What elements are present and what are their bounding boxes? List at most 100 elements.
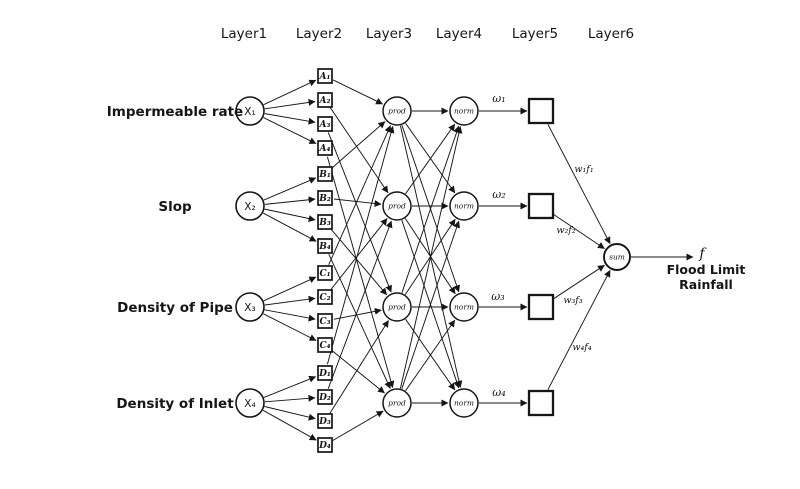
omega-label-1: ω₁ — [492, 92, 505, 105]
edge-input-mf-1 — [264, 98, 316, 110]
membership-node-3 — [317, 116, 333, 132]
edge-mf-rule-9 — [330, 218, 388, 291]
membership-node-label-12: C₄ — [319, 341, 330, 351]
membership-node-13 — [317, 365, 333, 381]
membership-node-14 — [317, 389, 333, 405]
membership-node-label-4: A₄ — [319, 144, 331, 154]
edge-mf-rule-8 — [328, 125, 392, 265]
sum-node — [603, 243, 631, 271]
edge-rule-norm-12 — [399, 126, 463, 389]
edge-input-mf-9 — [264, 295, 316, 306]
norm-node-label-2: norm — [454, 202, 474, 211]
edge-rule-norm-4 — [405, 123, 456, 194]
input-node-2 — [235, 191, 265, 221]
membership-node-8 — [317, 238, 333, 254]
edge-input-mf-15 — [262, 409, 317, 441]
output-caption-line2: Rainfall — [679, 277, 733, 292]
membership-node-label-15: D₃ — [318, 417, 331, 427]
nodes-layer: X₁X₂X₃X₄A₁A₂A₃A₄B₁B₂B₃B₄C₁C₂C₃C₄D₁D₂D₃D₄… — [235, 68, 631, 453]
membership-node-16 — [317, 437, 333, 453]
rule-node-label-1: prod — [388, 107, 406, 116]
edge-mf-rule-4 — [331, 121, 386, 169]
rule-node-label-2: prod — [388, 202, 406, 211]
edges-layer — [262, 79, 694, 441]
edge-mf-rule-14 — [329, 320, 389, 414]
edge-mf-rule-7 — [328, 254, 391, 389]
membership-node-label-10: C₂ — [319, 293, 330, 303]
input-node-4 — [235, 388, 265, 418]
edge-weight-sum-0 — [547, 124, 611, 245]
rule-node-label-3: prod — [388, 303, 406, 312]
norm-node-label-1: norm — [454, 107, 474, 116]
sum-node-label: sum — [609, 253, 625, 262]
input-text-label-4: Density of Inlet — [116, 396, 234, 412]
membership-node-label-7: B₃ — [318, 218, 331, 228]
membership-node-7 — [317, 214, 333, 230]
membership-node-11 — [317, 313, 333, 329]
input-text-label-3: Density of Pipe — [117, 300, 233, 316]
layer-header-3: Layer3 — [366, 26, 412, 42]
membership-node-10 — [317, 289, 333, 305]
membership-node-label-6: B₂ — [318, 194, 331, 204]
edge-weight-sum-2 — [553, 264, 605, 300]
edge-mf-rule-12 — [326, 125, 395, 365]
edge-rule-norm-8 — [401, 125, 460, 293]
edge-weight-sum-1 — [553, 214, 605, 249]
output-caption-line1: Flood Limit — [667, 262, 746, 277]
membership-node-label-11: C₃ — [319, 317, 330, 327]
wf-label-4: w₄f₄ — [572, 342, 591, 353]
input-node-3 — [235, 292, 265, 322]
membership-node-12 — [317, 337, 333, 353]
membership-node-label-8: B₄ — [318, 242, 331, 252]
input-node-1 — [235, 96, 265, 126]
wf-label-2: w₂f₂ — [556, 225, 575, 236]
edge-input-mf-14 — [264, 406, 316, 421]
rule-node-prod-3 — [382, 292, 412, 322]
rule-node-prod-2 — [382, 191, 412, 221]
membership-node-label-1: A₁ — [319, 72, 331, 82]
norm-node-4 — [449, 388, 479, 418]
edge-mf-rule-2 — [327, 132, 392, 293]
membership-node-label-9: C₁ — [319, 269, 330, 279]
weight-box-4 — [527, 389, 555, 417]
input-node-label-2: X₂ — [244, 201, 255, 213]
layer-header-1: Layer1 — [221, 26, 267, 42]
input-node-label-3: X₃ — [244, 302, 255, 314]
membership-node-label-2: A₂ — [319, 96, 331, 106]
membership-node-label-3: A₃ — [319, 120, 331, 130]
membership-node-6 — [317, 190, 333, 206]
wf-label-3: w₃f₃ — [563, 295, 582, 306]
membership-node-2 — [317, 92, 333, 108]
norm-node-label-4: norm — [454, 399, 474, 408]
input-text-label-2: Slop — [158, 199, 192, 215]
omega-label-2: ω₂ — [492, 188, 505, 201]
weight-box-2 — [527, 192, 555, 220]
membership-node-label-5: B₁ — [318, 170, 331, 180]
edge-input-mf-4 — [263, 177, 317, 201]
edge-input-mf-13 — [264, 394, 316, 403]
input-text-label-1: Impermeable rate — [107, 104, 243, 120]
edge-mf-rule-10 — [333, 307, 382, 320]
membership-node-label-14: D₂ — [318, 393, 331, 403]
weight-box-3 — [527, 293, 555, 321]
edge-input-mf-7 — [262, 212, 317, 242]
omega-label-4: ω₄ — [492, 386, 505, 399]
membership-node-label-16: D₄ — [318, 441, 331, 451]
edge-input-mf-6 — [264, 208, 316, 222]
layer-header-2: Layer2 — [296, 26, 342, 42]
norm-node-label-3: norm — [454, 303, 474, 312]
input-node-label-4: X₄ — [244, 398, 255, 410]
edge-input-mf-10 — [264, 309, 316, 322]
membership-node-15 — [317, 413, 333, 429]
norm-node-3 — [449, 292, 479, 322]
edge-mf-rule-0 — [332, 79, 383, 105]
edge-mf-rule-6 — [330, 228, 388, 296]
rule-node-label-4: prod — [388, 399, 406, 408]
edge-input-mf-8 — [263, 276, 317, 302]
membership-node-9 — [317, 265, 333, 281]
edge-input-mf-3 — [263, 117, 317, 145]
edge-mf-rule-15 — [332, 410, 384, 441]
